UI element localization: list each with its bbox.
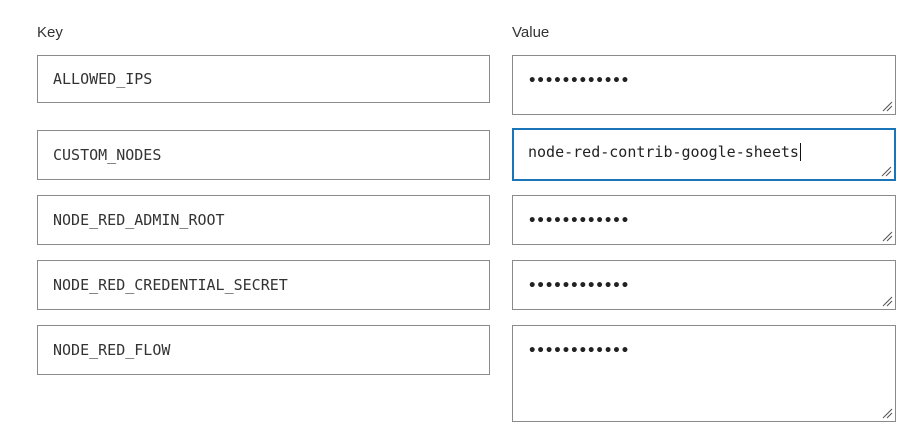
value-column-header: Value — [512, 24, 550, 41]
key-text: NODE_RED_ADMIN_ROOT — [53, 211, 225, 229]
value-text: node-red-contrib-google-sheets — [528, 143, 799, 161]
key-text: NODE_RED_CREDENTIAL_SECRET — [53, 276, 288, 294]
key-text: ALLOWED_IPS — [53, 70, 153, 88]
key-text: CUSTOM_NODES — [53, 146, 162, 164]
value-field-allowed-ips[interactable]: •••••••••••• — [512, 55, 896, 115]
key-text: NODE_RED_FLOW — [53, 341, 171, 359]
key-field-node-red-flow[interactable]: NODE_RED_FLOW — [37, 325, 490, 375]
resize-handle-icon[interactable] — [882, 296, 893, 307]
key-field-custom-nodes[interactable]: CUSTOM_NODES — [37, 130, 490, 180]
masked-value: •••••••••••• — [528, 213, 630, 229]
masked-value: •••••••••••• — [528, 278, 630, 294]
masked-value: •••••••••••• — [528, 343, 630, 359]
key-field-node-red-credential-secret[interactable]: NODE_RED_CREDENTIAL_SECRET — [37, 260, 490, 310]
resize-handle-icon[interactable] — [882, 408, 893, 419]
resize-handle-icon[interactable] — [882, 101, 893, 112]
value-field-custom-nodes[interactable]: node-red-contrib-google-sheets — [512, 128, 896, 181]
resize-handle-icon[interactable] — [881, 166, 892, 177]
value-field-node-red-admin-root[interactable]: •••••••••••• — [512, 195, 896, 245]
resize-handle-icon[interactable] — [882, 231, 893, 242]
key-field-node-red-admin-root[interactable]: NODE_RED_ADMIN_ROOT — [37, 195, 490, 245]
text-caret — [799, 143, 801, 161]
masked-value: •••••••••••• — [528, 73, 630, 89]
key-field-allowed-ips[interactable]: ALLOWED_IPS — [37, 55, 490, 103]
value-field-node-red-credential-secret[interactable]: •••••••••••• — [512, 260, 896, 310]
value-field-node-red-flow[interactable]: •••••••••••• — [512, 325, 896, 422]
key-column-header: Key — [37, 24, 63, 41]
